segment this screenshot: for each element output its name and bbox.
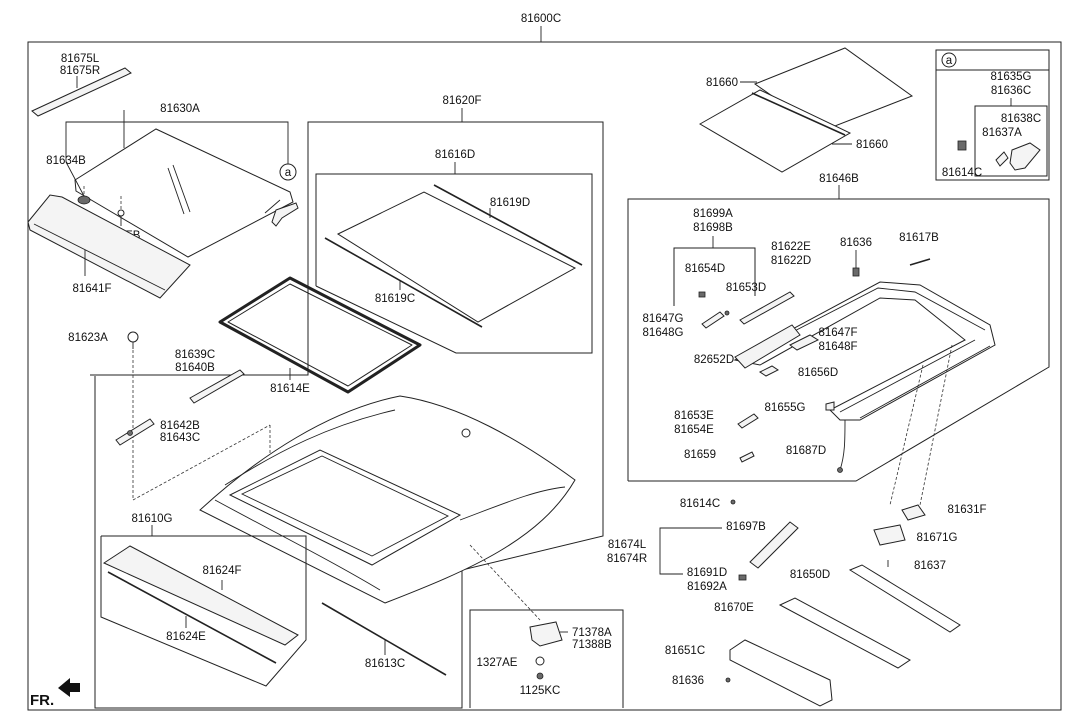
label-81648F: 81648F (818, 341, 857, 353)
label-81699A: 81699A (693, 208, 733, 220)
frame-81646B (627, 185, 1050, 482)
part-sunroof-frame (733, 250, 996, 473)
label-81692A: 81692A (687, 581, 727, 593)
label-81635G: 81635G (991, 71, 1032, 83)
part-sunshade (698, 47, 914, 173)
label-81675L: 81675L (61, 53, 100, 65)
label-81651C: 81651C (665, 645, 705, 657)
frame-81616D (315, 162, 593, 354)
label-81617B: 81617B (899, 232, 939, 244)
label-81634B: 81634B (46, 155, 86, 167)
frame-81620F (90, 108, 604, 709)
label-81697B: 81697B (726, 521, 766, 533)
label-81660-a: 81660 (706, 77, 738, 89)
part-81613C (321, 602, 447, 676)
frame-motor-bracket (469, 544, 624, 708)
part-roof-panel (199, 395, 576, 604)
label-81687D: 81687D (786, 445, 826, 457)
label-81638C: 81638C (1001, 113, 1041, 125)
label-81643C: 81643C (160, 432, 200, 444)
label-81647G: 81647G (643, 313, 684, 325)
label-81623A: 81623A (68, 332, 108, 344)
outer-frame (27, 26, 1062, 711)
label-81600C: 81600C (521, 13, 561, 25)
label-81636-top: 81636 (840, 237, 872, 249)
part-bottom-right (659, 344, 961, 707)
label-81619D: 81619D (490, 197, 530, 209)
label-81674L: 81674L (608, 539, 647, 551)
label-81653E: 81653E (674, 410, 714, 422)
part-rear-glass (324, 184, 583, 328)
label-81654D: 81654D (685, 263, 725, 275)
label-81670E: 81670E (714, 602, 754, 614)
label-81675R: 81675R (60, 65, 100, 77)
label-81674R: 81674R (607, 553, 647, 565)
label-81641F: 81641F (72, 283, 111, 295)
label-1125KC: 1125KC (520, 685, 561, 697)
label-81642B: 81642B (160, 420, 200, 432)
label-81624E: 81624E (166, 631, 206, 643)
part-pin-81623A (127, 331, 139, 500)
label-81619C: 81619C (375, 293, 415, 305)
part-front-glass (65, 110, 299, 258)
label-81637: 81637 (914, 560, 946, 572)
frame-guide-shoe (673, 236, 795, 329)
part-weatherstrip (218, 276, 422, 394)
label-81620F: 81620F (442, 95, 481, 107)
label-81630A: 81630A (160, 103, 200, 115)
label-81646B: 81646B (819, 173, 859, 185)
detail-a-box (935, 49, 1050, 181)
label-81636-bot: 81636 (672, 675, 704, 687)
label-81637A: 81637A (982, 127, 1022, 139)
label-81639C: 81639C (175, 349, 215, 361)
label-81616D: 81616D (435, 149, 475, 161)
label-81671G: 81671G (917, 532, 958, 544)
label-81614E: 81614E (270, 383, 310, 395)
label-81624F: 81624F (202, 565, 241, 577)
label-81614C-b: 81614C (680, 498, 720, 510)
label-81640B: 81640B (175, 362, 215, 374)
label-81653D: 81653D (726, 282, 766, 294)
label-81613C: 81613C (365, 658, 405, 670)
label-81614C-a: 81614C (942, 167, 982, 179)
label-81660-b: 81660 (856, 139, 888, 151)
front-indicator: FR. (30, 692, 54, 709)
front-arrow-icon (58, 678, 80, 697)
label-82652D: 82652D (694, 354, 734, 366)
part-rail-cover (102, 545, 299, 664)
part-deflector (27, 194, 191, 299)
label-81691D: 81691D (687, 567, 727, 579)
label-1327AE: 1327AE (477, 657, 518, 669)
label-81622D: 81622D (771, 255, 811, 267)
label-81655G: 81655G (765, 402, 806, 414)
label-71378A: 71378A (572, 627, 612, 639)
callout-a: a (285, 167, 292, 179)
label-71388B: 71388B (572, 639, 612, 651)
label-81656D: 81656D (798, 367, 838, 379)
label-81659: 81659 (684, 449, 716, 461)
part-81642B-bracket (115, 418, 271, 501)
frame-81610G (100, 525, 307, 687)
label-81647F: 81647F (818, 327, 857, 339)
label-81636C: 81636C (991, 85, 1031, 97)
label-81698B: 81698B (693, 222, 733, 234)
part-81639C (189, 369, 245, 404)
label-81622E: 81622E (771, 241, 811, 253)
label-81610G: 81610G (132, 513, 173, 525)
part-small-links (737, 401, 835, 463)
detail-a-label: a (946, 55, 953, 67)
label-81654E: 81654E (674, 424, 714, 436)
label-81631F: 81631F (947, 504, 986, 516)
label-81650D: 81650D (790, 569, 830, 581)
part-drip-rail (31, 67, 132, 117)
label-81648G: 81648G (643, 327, 684, 339)
